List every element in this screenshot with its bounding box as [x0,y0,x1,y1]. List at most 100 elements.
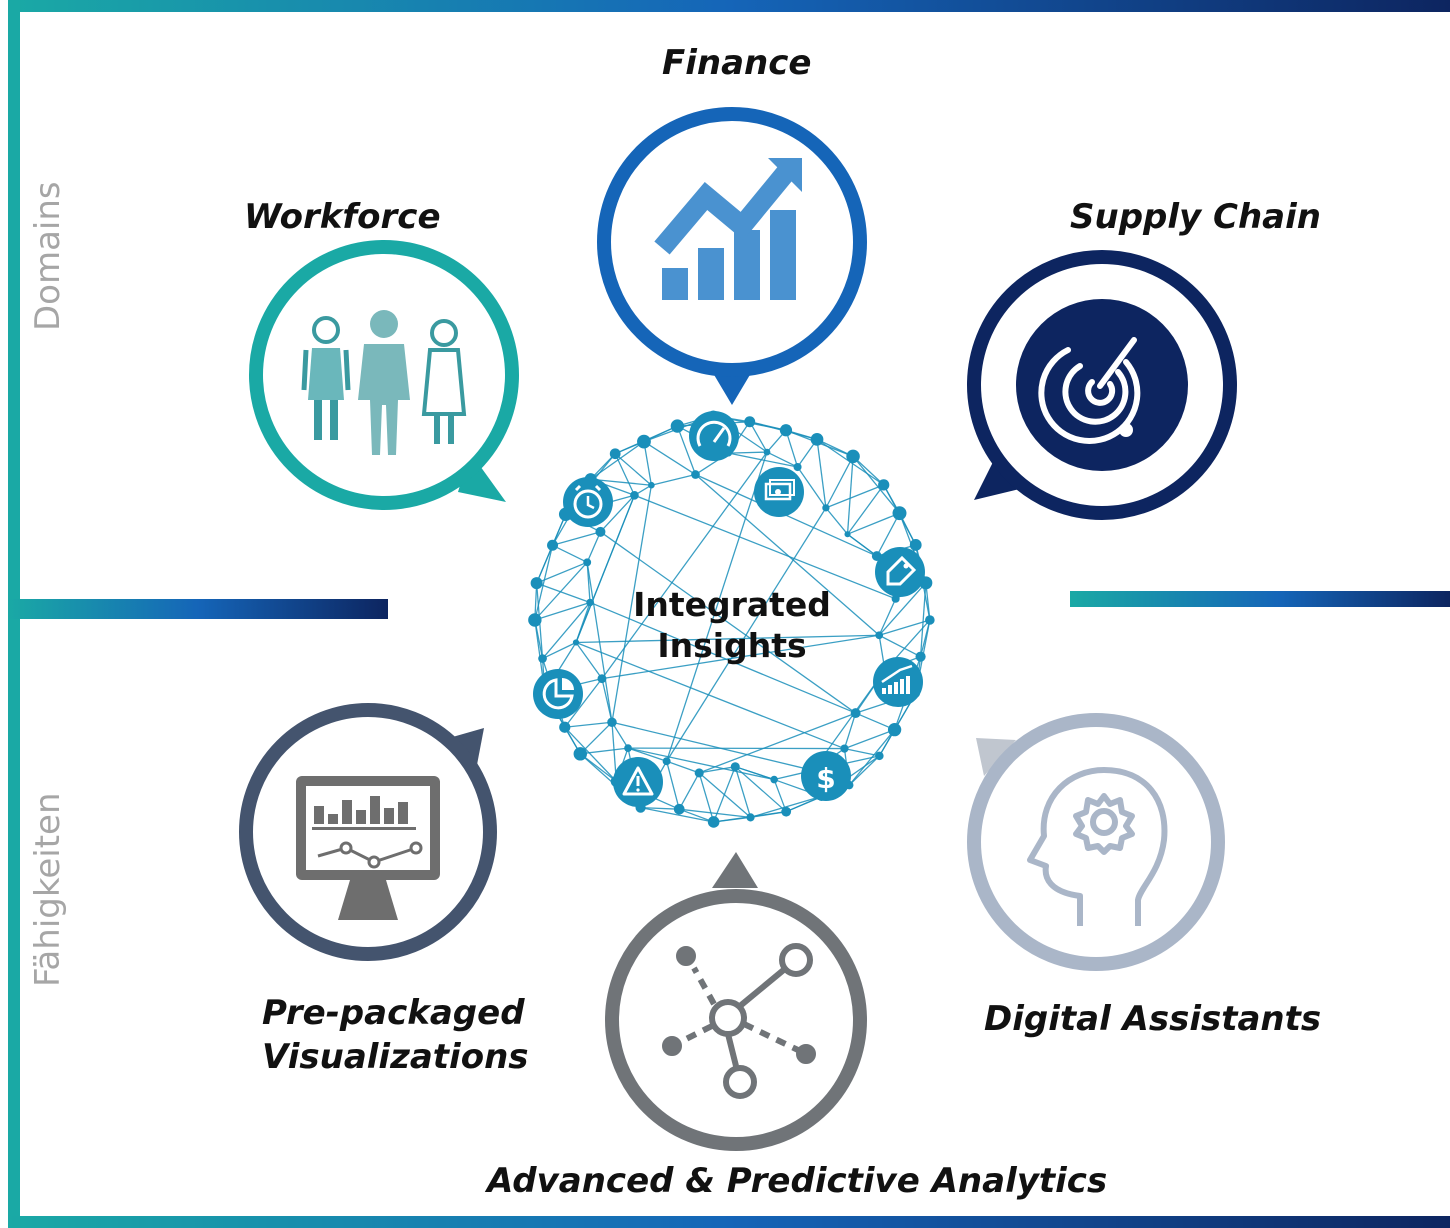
network-link [666,507,827,762]
network-link [678,772,700,810]
visualizations-bubble [239,703,497,961]
workforce-bubble [249,240,519,510]
network-node [538,654,547,663]
network-link [676,425,697,475]
network-node [694,768,704,778]
network-link [844,747,880,757]
network-link [735,766,775,781]
network-nodes-icon [662,943,816,1099]
network-link [695,474,880,636]
network-link [825,456,854,509]
network-link [785,795,822,813]
price-tag-icon [875,547,925,597]
network-node [878,479,890,491]
assistants-label: Digital Assistants [984,999,1322,1039]
network-link [679,808,714,823]
network-link [614,453,652,486]
network-node [844,531,851,538]
network-node [779,424,793,437]
network-link [614,453,636,496]
workforce-label: Workforce [244,197,441,237]
network-node [583,558,592,567]
network-link [579,721,613,755]
network-node [637,434,651,449]
network-link [575,634,880,644]
network-node [572,639,580,646]
people-icon [301,310,467,455]
speedometer-icon [689,411,739,461]
network-link [734,766,787,813]
network-link [852,455,901,514]
capabilities-section-label: Fähigkeiten [28,792,68,988]
growth-bars-icon [873,657,923,707]
network-link [575,495,636,643]
network-node [670,419,685,433]
network-link [699,766,736,774]
analytics-bubble [605,852,867,1151]
network-node [925,615,935,625]
supply-chain-label: Supply Chain [1070,197,1321,237]
network-node [573,747,588,761]
network-node [528,613,542,627]
network-link [728,452,798,468]
network-link [589,601,856,714]
network-link [534,545,554,621]
finance-bubble [597,107,867,405]
network-node [530,577,543,590]
network-link [534,601,591,621]
network-link [919,582,927,657]
network-link [878,619,931,636]
network-link [825,484,884,509]
network-link [564,721,613,728]
network-link [766,451,798,468]
radar-icon [1038,337,1141,444]
network-link [698,712,856,774]
network-link [586,562,613,723]
network-node [887,723,902,737]
head-gear-icon [1027,767,1168,926]
network-link [713,816,751,823]
network-link [878,634,921,658]
network-link [785,430,799,468]
network-badges [533,411,925,807]
network-link [564,678,603,728]
network-node [691,470,700,479]
assistants-bubble [967,713,1225,971]
network-node [607,717,617,727]
center-title-line2: Insights [657,626,807,666]
network-node [707,816,720,828]
network-link [634,494,896,600]
network-link [542,641,577,660]
network-link [580,747,629,755]
network-node [624,744,632,753]
network-link [536,561,588,584]
network-link [749,421,768,453]
network-link [651,473,696,486]
network-link [698,772,715,823]
network-node [763,448,771,456]
network-link [666,760,700,774]
network-link [878,598,897,636]
network-link [846,456,854,535]
network-link [564,726,617,782]
network-node [595,526,606,537]
network-link [878,582,927,636]
network-node [846,449,860,464]
network-link [847,533,878,557]
network-link [816,439,827,508]
analytics-label: Advanced & Predictive Analytics [487,1161,1108,1201]
network-node [850,708,861,719]
network-node [822,504,830,512]
network-link [575,642,603,680]
network-node [781,806,792,817]
network-link [627,747,775,781]
network-link [797,466,827,509]
network-link [611,485,653,723]
network-node [559,721,571,733]
network-link [536,582,591,604]
network-node [892,506,907,521]
network-link [643,441,653,486]
network-link [601,451,768,680]
network-link [552,531,601,546]
